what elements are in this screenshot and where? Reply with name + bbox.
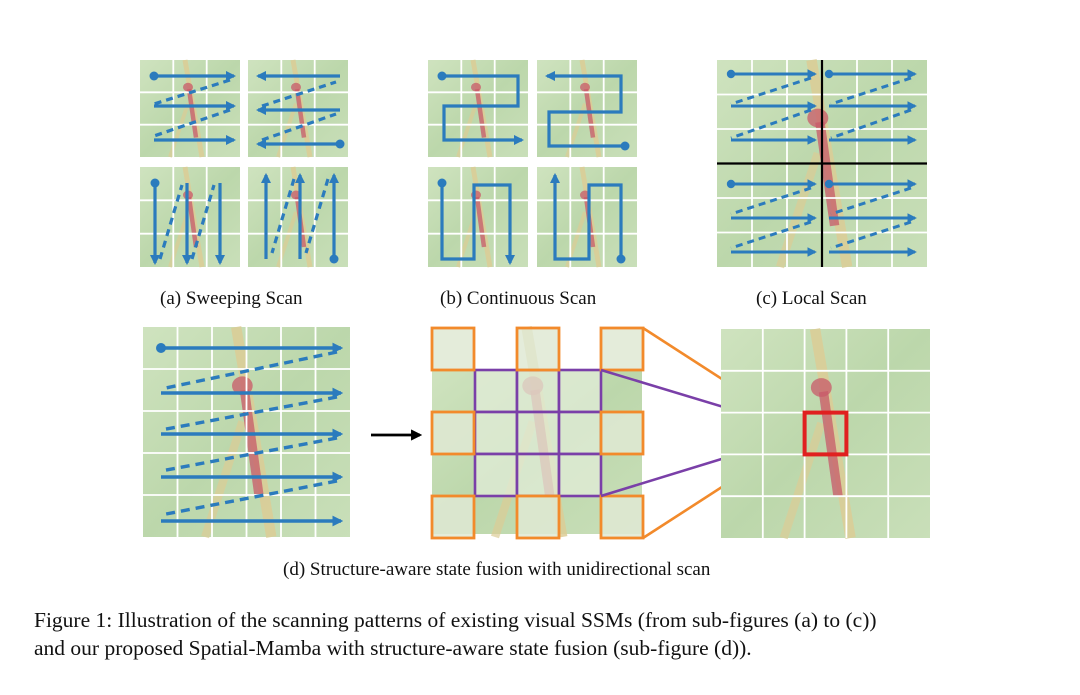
subfigure-b (428, 60, 637, 267)
caption-d: (d) Structure-aware state fusion with un… (283, 559, 711, 580)
figure-caption: Figure 1: Illustration of the scanning p… (34, 606, 1054, 662)
tile-b-4 (537, 167, 637, 267)
figure-caption-line-2: and our proposed Spatial-Mamba with stru… (34, 636, 752, 660)
subfigure-d-fusion (432, 327, 643, 538)
subfigure-a (140, 60, 348, 267)
fusion-outer-cells (430, 326, 645, 540)
tile-a-1 (140, 60, 240, 157)
tile-a-3 (140, 167, 240, 267)
target-cell-highlight (802, 410, 849, 457)
subfigure-c (717, 60, 927, 267)
tile-a-4 (248, 167, 348, 267)
fusion-inner-grid (473, 368, 603, 498)
caption-b: (b) Continuous Scan (440, 288, 597, 309)
caption-a: (a) Sweeping Scan (160, 288, 303, 309)
tile-b-1 (428, 60, 528, 157)
tile-a-2 (248, 60, 348, 157)
caption-c: (c) Local Scan (756, 288, 867, 309)
tile-b-3 (428, 167, 528, 267)
subfigure-d-target (721, 329, 930, 538)
tile-b-2 (537, 60, 637, 157)
subfigure-d-scan (143, 327, 350, 537)
figure-caption-line-1: Figure 1: Illustration of the scanning p… (34, 608, 877, 632)
